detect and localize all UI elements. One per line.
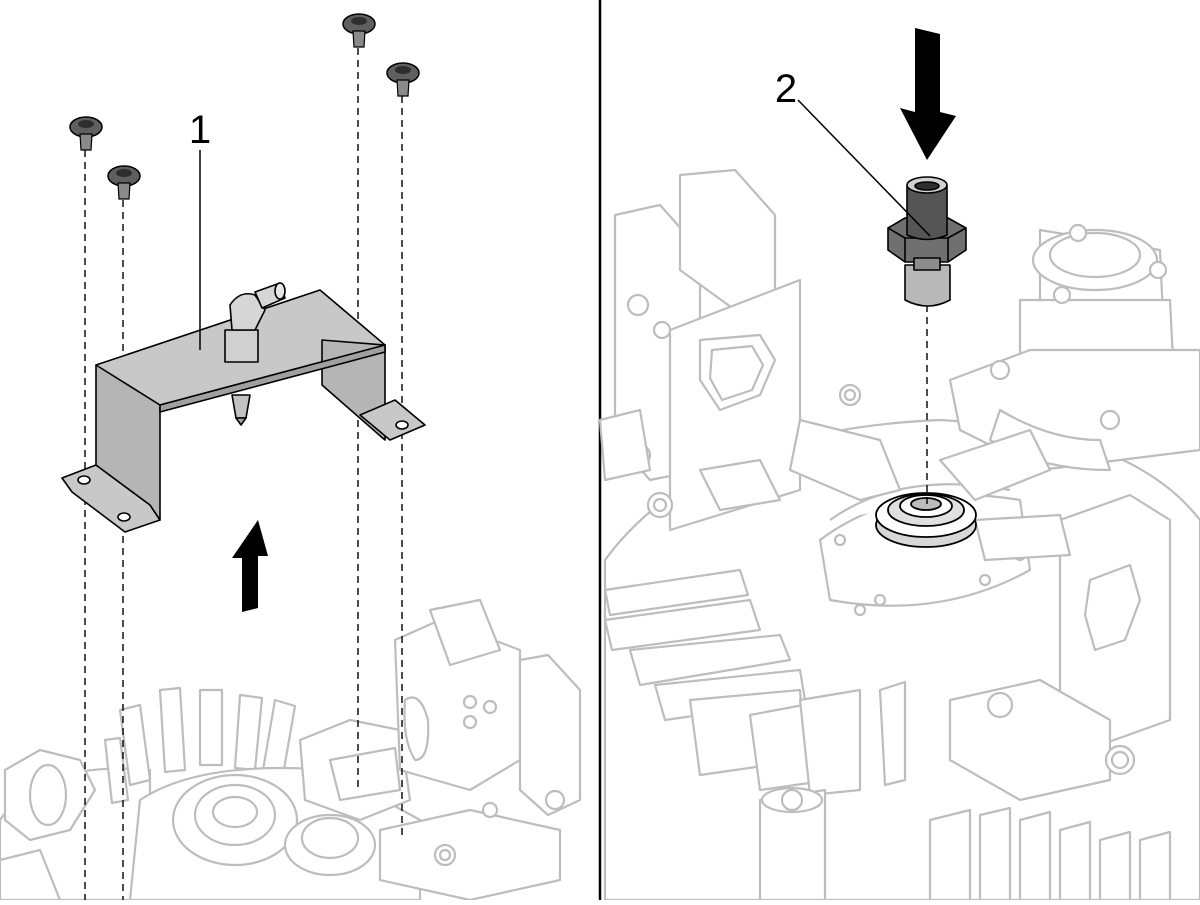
bracket-part: [61, 282, 426, 533]
screw: [69, 116, 103, 151]
fitting-socket: [875, 492, 977, 548]
screw: [107, 165, 141, 200]
screw: [386, 62, 420, 97]
arrow-down-icon: [900, 28, 956, 160]
fitting-part: [887, 176, 967, 307]
right-panel: 2: [598, 28, 1200, 902]
part-label-1: 1: [189, 108, 211, 152]
callout-leader-2: [797, 99, 931, 237]
left-panel: 1: [0, 13, 582, 902]
arrow-up-icon: [232, 520, 268, 612]
screw: [342, 13, 376, 48]
left-guide-lines: [84, 48, 403, 900]
part-label-2: 2: [775, 67, 797, 111]
left-ghost-machinery: [0, 598, 582, 902]
